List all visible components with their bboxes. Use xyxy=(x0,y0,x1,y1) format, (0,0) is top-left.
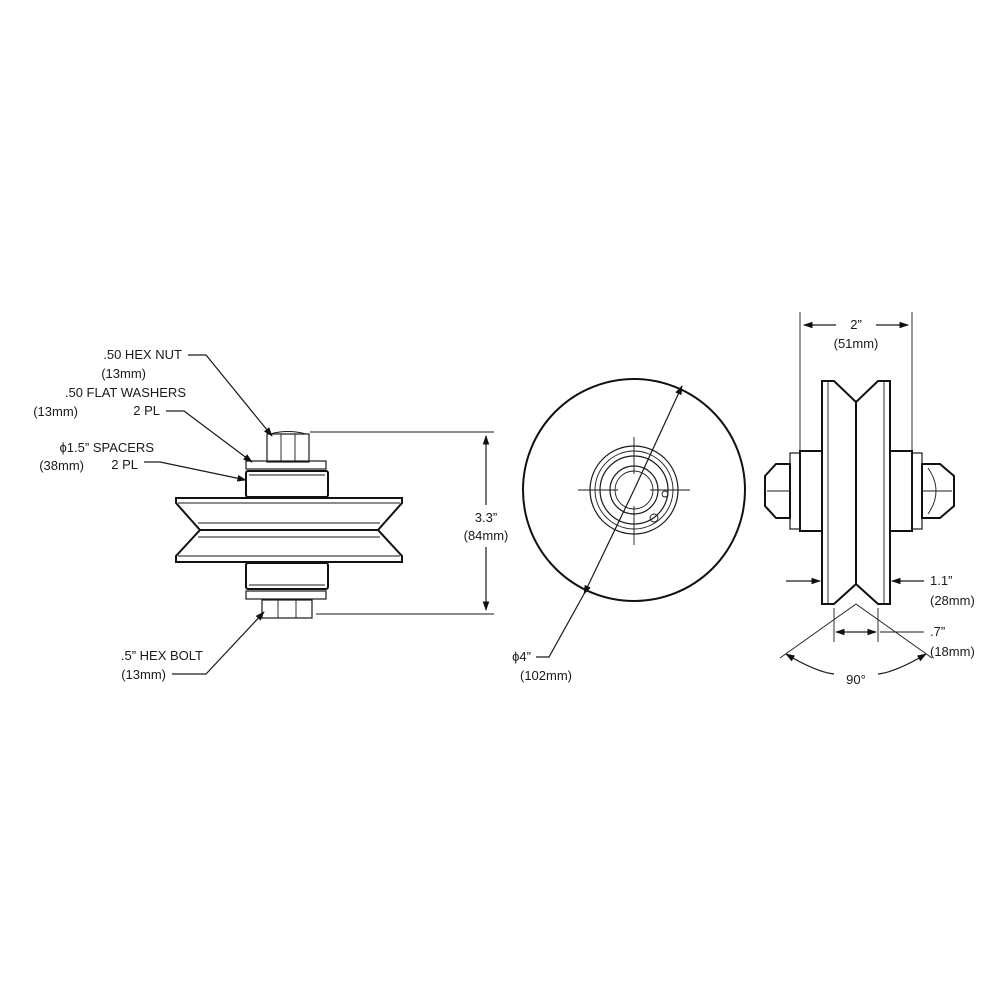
bolt-head-icon xyxy=(764,450,823,532)
flat-washers-qty: 2 PL xyxy=(133,403,160,418)
nut-icon xyxy=(889,450,955,532)
wheel-width-dimension: 1.1” (28mm) xyxy=(786,573,975,608)
flat-washer-bottom xyxy=(245,590,327,600)
hex-bolt-callout: .5” HEX BOLT (13mm) xyxy=(121,611,265,682)
wheel-width-value: 1.1” xyxy=(930,573,952,588)
v-groove-wheel-side xyxy=(175,497,403,563)
edge-view: 2” (51mm) 1.1” (28mm) .7” (18mm) 90° xyxy=(764,312,975,687)
flat-washers-callout: .50 FLAT WASHERS 2 PL (13mm) xyxy=(33,385,253,463)
spacer-bottom xyxy=(245,562,329,590)
spacers-qty: 2 PL xyxy=(111,457,138,472)
spacer-top xyxy=(245,470,329,498)
hex-bolt-label: .5” HEX BOLT xyxy=(121,648,203,663)
height-value: 3.3” xyxy=(475,510,497,525)
wheel-width-metric: (28mm) xyxy=(930,593,975,608)
hex-nut-callout: .50 HEX NUT (13mm) xyxy=(101,347,273,437)
spacers-metric: (38mm) xyxy=(39,458,84,473)
width-dimension: 2” (51mm) xyxy=(799,312,913,451)
diameter-dimension: ϕ4” (102mm) xyxy=(512,385,683,683)
hex-bolt-icon xyxy=(261,599,313,619)
groove-angle-value: 90° xyxy=(846,672,866,687)
groove-angle-dimension: 90° xyxy=(779,603,933,687)
width-metric: (51mm) xyxy=(834,336,879,351)
height-metric: (84mm) xyxy=(464,528,509,543)
hex-bolt-metric: (13mm) xyxy=(121,667,166,682)
side-view: 3.3” (84mm) .50 HEX NUT (13mm) .50 FLAT … xyxy=(33,347,508,682)
flat-washers-metric: (13mm) xyxy=(33,404,78,419)
hex-nut-metric: (13mm) xyxy=(101,366,146,381)
wheel-outline xyxy=(522,378,746,602)
spacers-label: ϕ1.5” SPACERS xyxy=(60,440,155,455)
flat-washers-label: .50 FLAT WASHERS xyxy=(65,385,186,400)
height-dimension: 3.3” (84mm) xyxy=(310,431,509,615)
spacers-callout: ϕ1.5” SPACERS 2 PL (38mm) xyxy=(39,440,247,482)
center-mark xyxy=(578,437,690,545)
hex-nut-label: .50 HEX NUT xyxy=(103,347,182,362)
flat-washer-top xyxy=(245,460,327,470)
groove-bottom-dimension: .7” (18mm) xyxy=(833,608,975,659)
hex-nut-icon xyxy=(266,431,310,463)
width-value: 2” xyxy=(850,317,862,332)
v-groove-wheel-edge xyxy=(821,380,891,605)
groove-bottom-metric: (18mm) xyxy=(930,644,975,659)
diameter-value: ϕ4” xyxy=(512,649,531,664)
diameter-metric: (102mm) xyxy=(520,668,572,683)
front-view: ϕ4” (102mm) xyxy=(512,378,746,683)
groove-bottom-value: .7” xyxy=(930,624,945,639)
